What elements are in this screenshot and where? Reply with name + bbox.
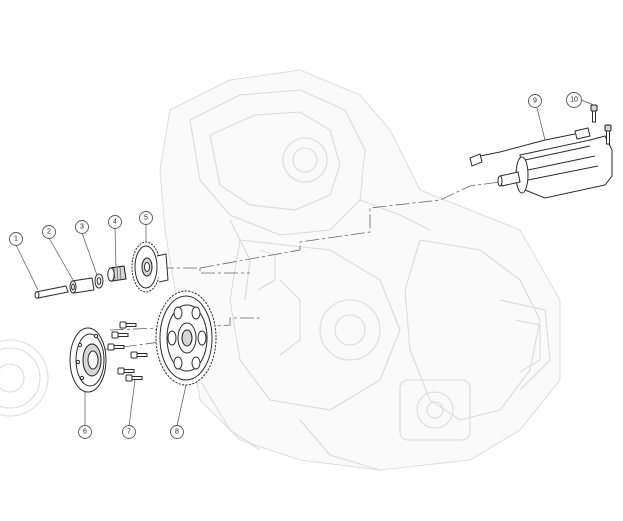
callout-6-label: 6: [83, 429, 87, 436]
callout-1-label: 1: [14, 236, 18, 243]
washer-part: [94, 273, 104, 289]
callout-10: 10: [566, 92, 582, 108]
callout-3-label: 3: [80, 224, 84, 231]
callout-10-label: 10: [570, 97, 578, 104]
callout-9-label: 9: [533, 98, 537, 105]
callout-bubbles: 1 2 3 4 5 6 7 8 9 10: [9, 92, 582, 439]
bushing-part: [69, 277, 95, 294]
callout-4-label: 4: [113, 219, 117, 226]
callout-8: 8: [170, 425, 184, 439]
callout-2-label: 2: [47, 229, 51, 236]
bolts-part-set: [107, 321, 148, 382]
callout-5-label: 5: [144, 215, 148, 222]
shaft-part: [34, 285, 69, 299]
callout-4: 4: [108, 215, 122, 229]
leader-lines: [15, 99, 595, 427]
callout-3: 3: [75, 220, 89, 234]
callout-9: 9: [528, 94, 542, 108]
callout-2: 2: [42, 225, 56, 239]
callout-7-label: 7: [127, 429, 131, 436]
callout-6: 6: [78, 425, 92, 439]
mounting-bolts-part: [590, 104, 612, 145]
callout-8-label: 8: [175, 429, 179, 436]
idler-gear-part: [131, 241, 169, 293]
flywheel-ghost: [0, 339, 49, 417]
needle-bearing-part: [107, 265, 127, 282]
callout-1: 1: [9, 232, 23, 246]
starter-motor-part: [469, 127, 613, 199]
engine-ghost-outline: [159, 69, 561, 471]
callout-7: 7: [122, 425, 136, 439]
starter-driven-gear-part: [155, 290, 217, 386]
starter-clutch-part: [69, 327, 107, 393]
callout-5: 5: [139, 211, 153, 225]
